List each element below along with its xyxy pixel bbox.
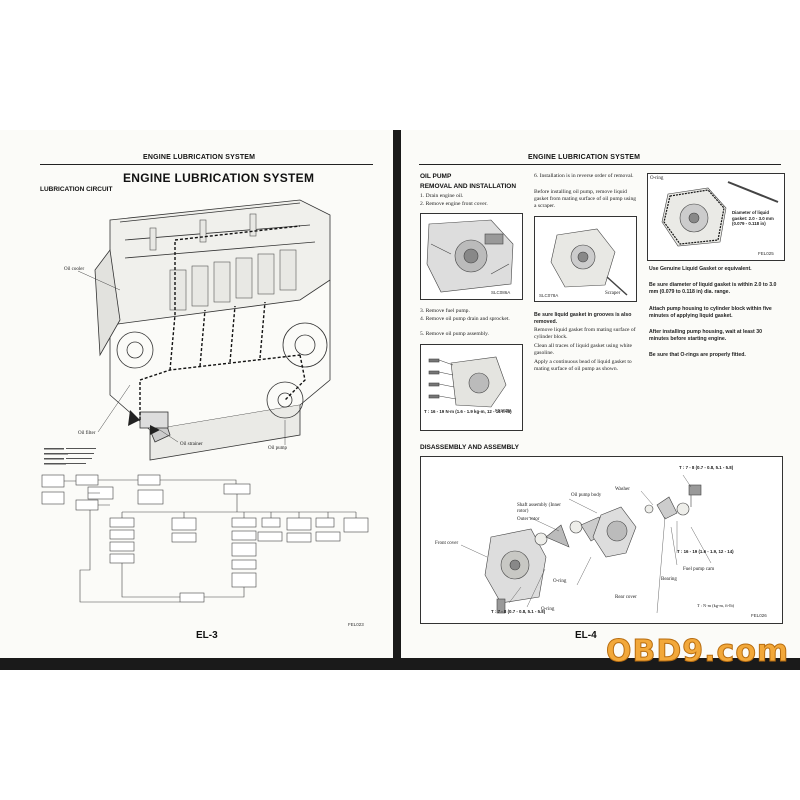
part-fuel-pump-cam: Fuel pump cam [683,567,715,572]
figure-code: SLC078A [539,293,559,298]
part-rear-cover: Rear cover [615,595,637,600]
figure-code: FEL023 [348,622,364,627]
oil-pump-heading: OIL PUMP [420,173,452,180]
callout-oil-pump: Oil pump [268,446,288,451]
figure-pump-bolts: T : 16 - 19 N·m (1.6 - 1.9 kg-m, 12 - 14… [420,344,523,431]
right-bullet-3: Attach pump housing to cylinder block wi… [649,306,772,319]
callout-oil-strainer: Oil strainer [180,442,203,447]
engine-cutaway-illustration [77,199,331,461]
part-shaft-assembly: Shaft assembly (Inner rotor) [517,503,561,514]
removal-step-2: 2. Remove engine front cover. [420,201,488,207]
figure-code: FEL026 [751,613,767,618]
removal-step-3: 3. Remove fuel pump. [420,308,470,314]
right-bullet-5: Be sure that O-rings are properly fitted… [649,352,746,358]
figure-scraper: SLC078A Scraper [534,216,637,302]
part-bearing: Bearing [661,577,677,582]
page-number: EL-4 [575,630,597,641]
removal-heading: REMOVAL AND INSTALLATION [420,183,517,190]
torque-spec-2: T : 16 - 19 (1.6 - 1.9, 12 - 14) [677,549,734,554]
torque-units-legend: T : N·m (kg-m, ft-lb) [697,603,735,608]
bottom-margin [0,670,800,800]
part-washer: Washer [615,487,630,492]
figure-code: FEL028 [495,408,511,413]
figure-exploded-pump: Rear cover Oil pump body Washer Shaft as… [420,456,783,624]
removal-step-5: 5. Remove oil pump assembly. [420,331,489,337]
right-bullet-1: Use Genuine Liquid Gasket or equivalent. [649,266,752,272]
removal-step-1: 1. Drain engine oil. [420,193,464,199]
right-bullet-2: Be sure diameter of liquid gasket is wit… [649,282,777,295]
right-bullet-4: After installing pump housing, wait at l… [649,329,762,342]
part-outer-rotor: Outer rotor [517,517,540,522]
install-step-6: 6. Installation is in reverse order of r… [534,173,634,179]
section-heading: LUBRICATION CIRCUIT [40,186,113,193]
lubrication-flow-diagram [41,448,369,603]
note-bullet-2: Clean all traces of liquid gasket using … [534,343,633,356]
top-margin [0,0,800,130]
note-bullet-1: Remove liquid gasket from mating surface… [534,327,636,340]
note-bullet-3: Apply a continuous bead of liquid gasket… [534,359,632,372]
torque-spec-3: T : 7 - 8 (0.7 - 0.8, 5.1 - 5.8) [491,609,546,614]
figure-engine-front: SLC086A [420,213,523,300]
part-front-cover: Front cover [435,541,459,546]
header-rule [40,164,373,165]
watermark-logo: OBD9.com [605,634,790,670]
callout-oil-filter: Oil filter [78,431,96,436]
page-title: ENGINE LUBRICATION SYSTEM [123,171,315,185]
oring-label: O-ring [650,176,664,181]
scraper-label: Scraper [605,291,621,296]
running-head: ENGINE LUBRICATION SYSTEM [528,154,641,161]
right-page: ENGINE LUBRICATION SYSTEM OIL PUMP REMOV… [401,130,800,658]
part-oring-2: O-ring [541,607,555,612]
figure-code: FEL025 [758,251,774,256]
left-page: ENGINE LUBRICATION SYSTEM ENGINE LUBRICA… [0,130,393,658]
removal-step-4: 4. Remove oil pump drain and sprocket. [420,316,510,322]
torque-spec: T : 16 - 19 N·m (1.6 - 1.9 kg-m, 12 - 14… [424,409,512,414]
disassembly-heading: DISASSEMBLY AND ASSEMBLY [420,444,519,451]
torque-spec-1: T : 7 - 8 (0.7 - 0.8, 5.1 - 5.8) [679,465,734,470]
figure-code: SLC086A [491,290,511,295]
part-oring-1: O-ring [553,579,567,584]
liquid-gasket-note: Be sure liquid gasket in grooves is also… [534,312,632,325]
running-head: ENGINE LUBRICATION SYSTEM [143,154,256,161]
gasket-diameter-label: Diameter of liquid gasket: 2.0 - 3.0 mm … [732,210,774,226]
header-rule [419,164,781,165]
part-oil-pump-body: Oil pump body [571,493,602,498]
figure-gasket-bead: O-ring Diameter of liquid gasket: 2.0 - … [647,173,785,261]
page-number: EL-3 [196,630,218,641]
install-bullet: Before installing oil pump, remove liqui… [534,189,637,209]
callout-oil-cooler: Oil cooler [64,267,85,272]
